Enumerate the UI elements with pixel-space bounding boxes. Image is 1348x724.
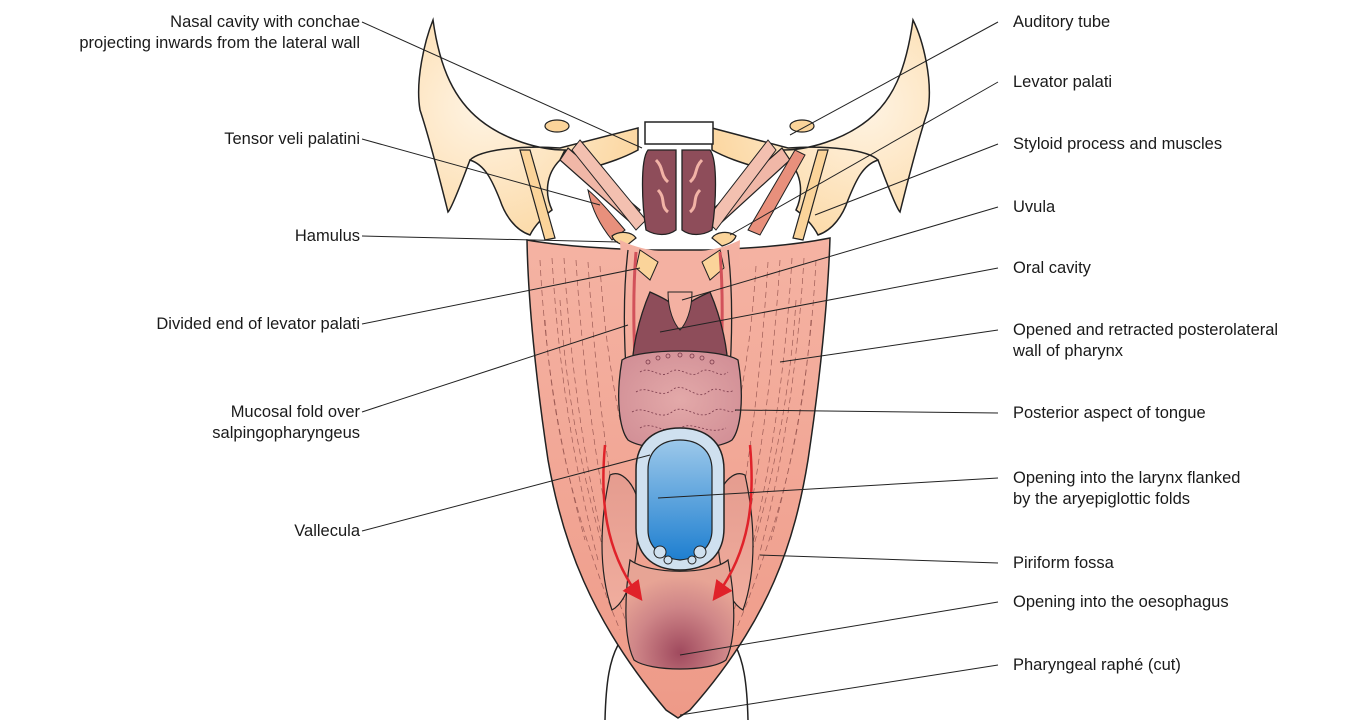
label-mucosal-fold-line1: Mucosal fold over: [212, 402, 360, 423]
label-levator-palati-line1: Levator palati: [1013, 72, 1112, 93]
foramen-left: [545, 120, 569, 132]
label-tensor-veli-palatini: Tensor veli palatini: [224, 129, 360, 150]
label-oral-cavity-line1: Oral cavity: [1013, 258, 1091, 279]
label-posterior-tongue: Posterior aspect of tongue: [1013, 403, 1206, 424]
label-hamulus: Hamulus: [295, 226, 360, 247]
label-opening-larynx-line1: Opening into the larynx flanked: [1013, 468, 1240, 489]
label-styloid-process: Styloid process and muscles: [1013, 134, 1222, 155]
label-opening-oesophagus: Opening into the oesophagus: [1013, 592, 1229, 613]
oesophagus-outline-right: [735, 645, 748, 720]
foramen-right: [790, 120, 814, 132]
label-levator-palati: Levator palati: [1013, 72, 1112, 93]
label-vallecula-line1: Vallecula: [294, 521, 360, 542]
label-posterolateral-line1: Opened and retracted posterolateral: [1013, 320, 1278, 341]
label-piriform-fossa: Piriform fossa: [1013, 553, 1114, 574]
label-mucosal-fold: Mucosal fold over salpingopharyngeus: [212, 402, 360, 444]
label-pharyngeal-raphe: Pharyngeal raphé (cut): [1013, 655, 1181, 676]
label-hamulus-line1: Hamulus: [295, 226, 360, 247]
label-oral-cavity: Oral cavity: [1013, 258, 1091, 279]
label-vallecula: Vallecula: [294, 521, 360, 542]
label-divided-end-line1: Divided end of levator palati: [156, 314, 360, 335]
label-nasal-cavity-line2: projecting inwards from the lateral wall: [79, 33, 360, 54]
label-styloid-line1: Styloid process and muscles: [1013, 134, 1222, 155]
larynx-opening: [648, 440, 712, 560]
label-tensor-veli-palatini-line1: Tensor veli palatini: [224, 129, 360, 150]
label-uvula: Uvula: [1013, 197, 1055, 218]
oesophagus-outline-left: [605, 645, 618, 720]
label-pharyngeal-raphe-line1: Pharyngeal raphé (cut): [1013, 655, 1181, 676]
label-opening-larynx-line2: by the aryepiglottic folds: [1013, 489, 1240, 510]
label-nasal-cavity-line1: Nasal cavity with conchae: [79, 12, 360, 33]
label-auditory-tube: Auditory tube: [1013, 12, 1110, 33]
oesophagus-opening: [626, 560, 734, 669]
label-nasal-cavity: Nasal cavity with conchae projecting inw…: [79, 12, 360, 54]
label-piriform-fossa-line1: Piriform fossa: [1013, 553, 1114, 574]
vomer: [645, 122, 713, 144]
label-opening-oesophagus-line1: Opening into the oesophagus: [1013, 592, 1229, 613]
skull-base-left: [419, 20, 638, 235]
label-uvula-line1: Uvula: [1013, 197, 1055, 218]
nasal-cavity: [643, 150, 716, 235]
label-auditory-tube-line1: Auditory tube: [1013, 12, 1110, 33]
label-opening-larynx: Opening into the larynx flanked by the a…: [1013, 468, 1240, 510]
skull-base-right: [712, 20, 929, 235]
label-divided-end-levator-palati: Divided end of levator palati: [156, 314, 360, 335]
label-posterior-tongue-line1: Posterior aspect of tongue: [1013, 403, 1206, 424]
label-mucosal-fold-line2: salpingopharyngeus: [212, 423, 360, 444]
label-posterolateral-wall: Opened and retracted posterolateral wall…: [1013, 320, 1278, 362]
label-posterolateral-line2: wall of pharynx: [1013, 341, 1278, 362]
